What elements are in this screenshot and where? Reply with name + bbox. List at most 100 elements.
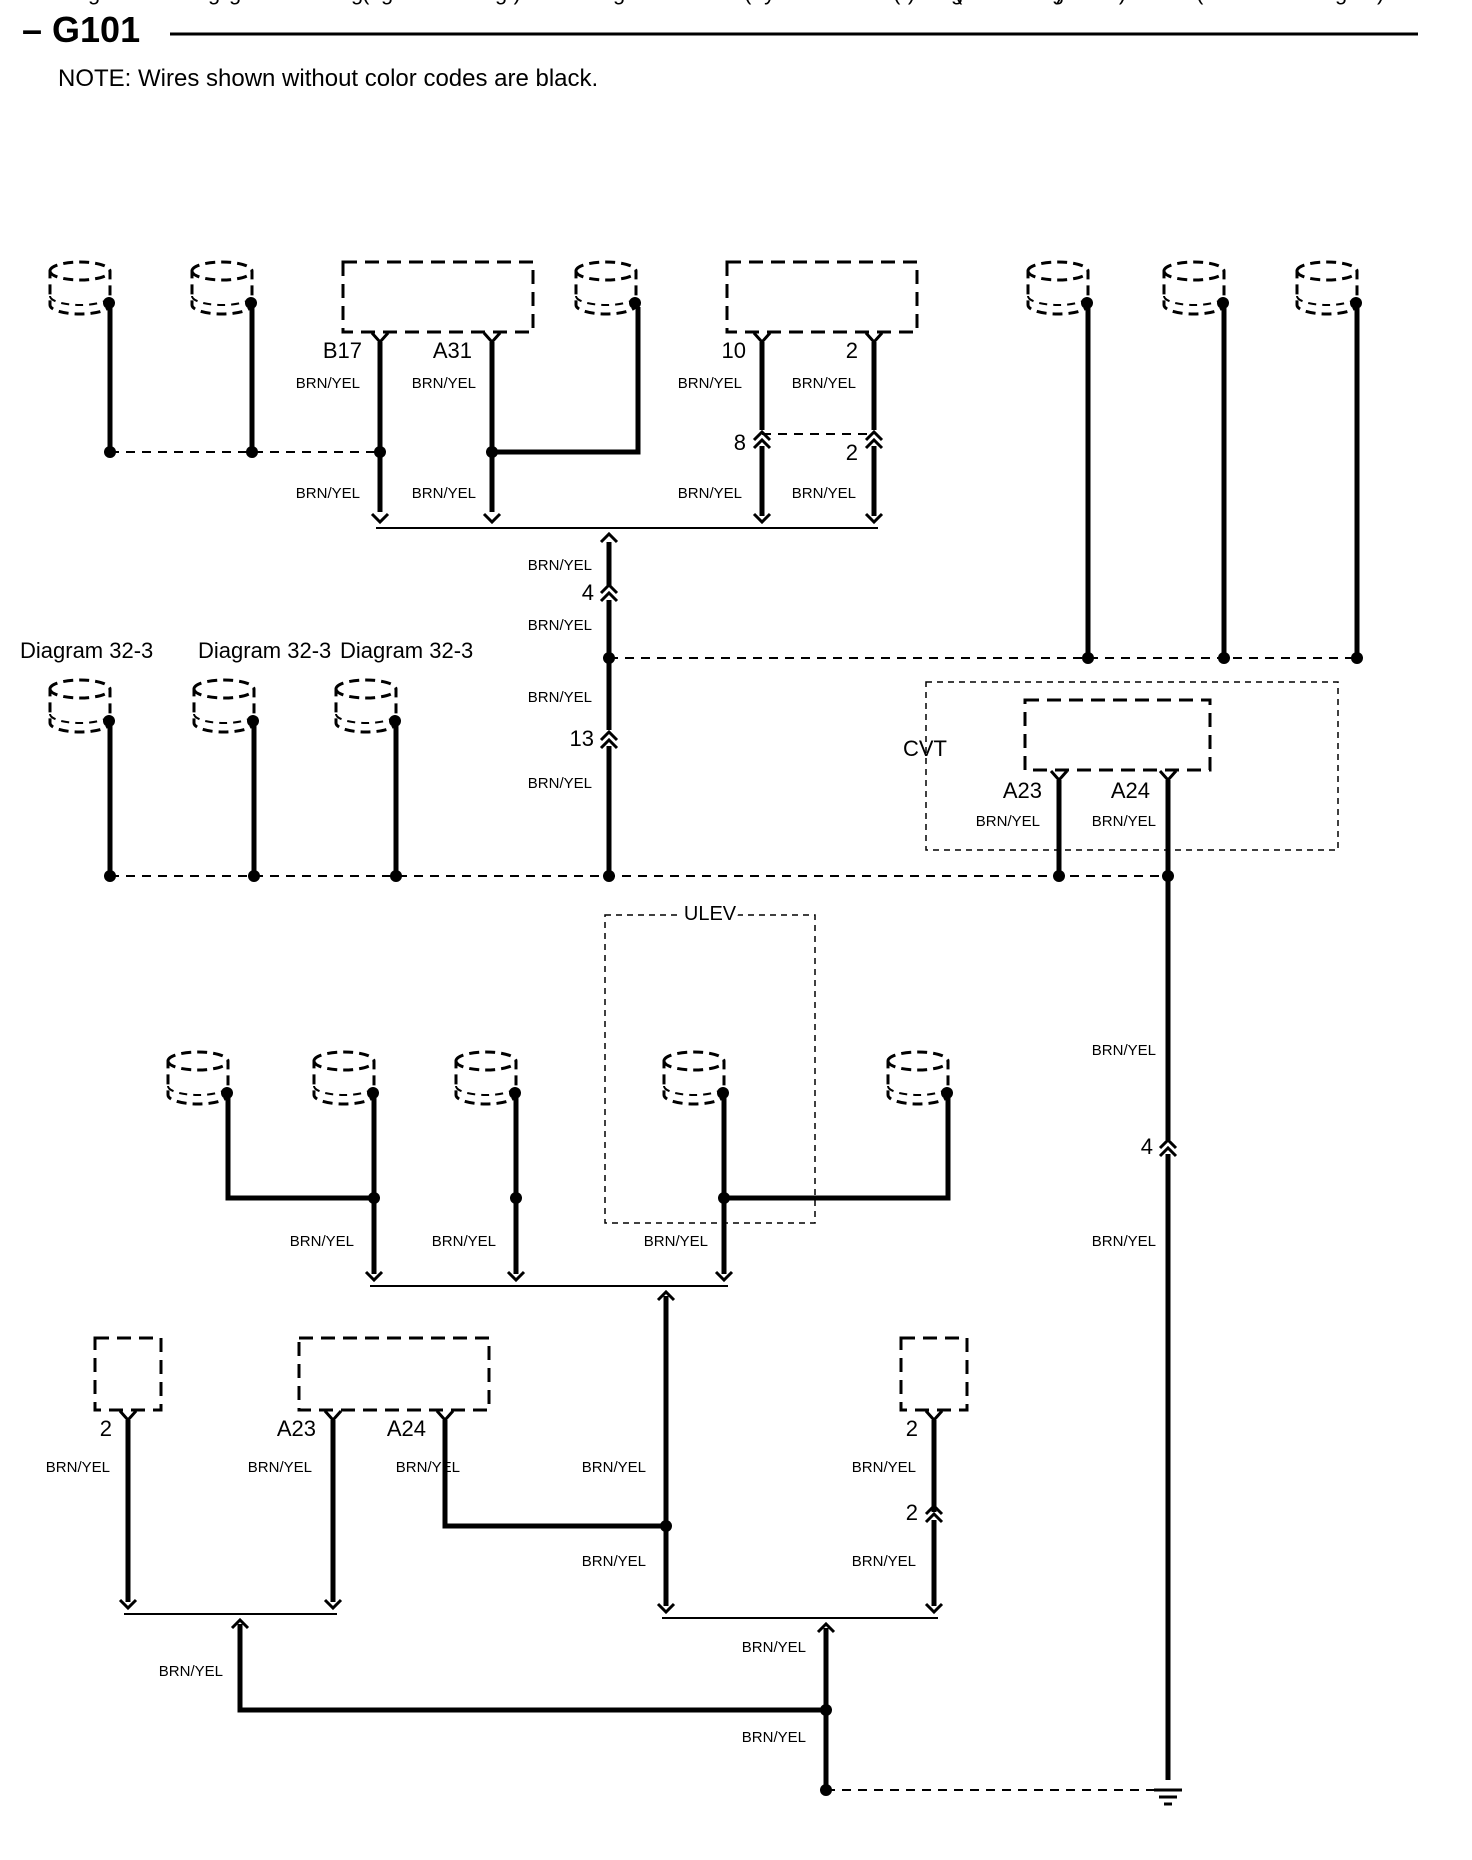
shield-rim: [1295, 270, 1359, 282]
end: WIRE: [90, 0, 129, 4]
label: CMP: [175, 0, 224, 5]
pin-a31: A31: [433, 338, 472, 363]
end: BRAIDED: [352, 0, 419, 4]
label: Dia. 23-4: [670, 0, 759, 5]
label: PHOTO 81: [1189, 0, 1263, 4]
shield-rim: [166, 1060, 230, 1072]
label: Sensor: [978, 0, 1048, 5]
shield-cylinder-icon: [662, 1050, 726, 1106]
shield-rim: [48, 688, 112, 700]
label: Shield: [1302, 0, 1363, 5]
ground-icon: [1154, 1788, 1182, 1806]
label: MCM: [1302, 0, 1355, 5]
label: Dia. 23-3: [175, 0, 264, 5]
ulev-label: ULEV: [684, 903, 737, 925]
label: (Terminals 11-16): [893, 0, 1063, 5]
c803-pin-2: 2: [846, 440, 858, 465]
ckp-box: [899, 1336, 969, 1412]
label: MCM: [462, 0, 515, 5]
label: PHOTO 9: [1196, 0, 1262, 4]
splice-dot: [245, 297, 257, 309]
label: VIEW 226: [499, 0, 567, 4]
shield-inner-rim: [193, 713, 255, 724]
ecm-pin-a24: A24: [387, 1416, 426, 1441]
label: MCM: [53, 0, 106, 5]
label: ECM: [499, 0, 548, 5]
label: Diagram 23-4: [175, 0, 308, 5]
inline-connector: [924, 1503, 944, 1524]
shield-cylinder-icon: [1162, 260, 1226, 316]
end: BRAIDED: [90, 0, 157, 4]
label: G101: [1196, 0, 1250, 5]
label: VIEW 210: [893, 0, 961, 4]
shield-inner-rim: [1163, 295, 1225, 306]
wire-color-label: BRN/YEL: [396, 1459, 460, 1476]
splice-dot: [509, 1087, 521, 1099]
wire-color-label: BRN/YEL: [528, 617, 592, 634]
c107-pin: 2: [906, 1500, 918, 1525]
shield-cylinder-icon: [192, 678, 256, 734]
shield-cylinder-icon: [1295, 260, 1359, 316]
shield-cylinder-icon: [574, 260, 638, 316]
braided-wire: [492, 307, 641, 455]
end: WIRE: [232, 0, 271, 4]
label: PHOTO 87: [630, 0, 704, 4]
splice-dot: [103, 715, 115, 727]
label: Diagram 32-3: [318, 0, 451, 5]
label: PHOTO 96: [893, 0, 967, 4]
label: Secondary: [670, 0, 775, 5]
label: and 132: [499, 0, 579, 5]
terminal-pin: [924, 1410, 944, 1423]
label: C106: [744, 0, 797, 5]
wire-color-label: BRN/YEL: [296, 375, 360, 392]
shield-rim: [48, 270, 112, 282]
label: Diagram 32-0: [348, 0, 481, 5]
splice-dot: [1351, 652, 1363, 664]
end: BRAIDED: [210, 0, 277, 4]
terminal-pin: [482, 332, 502, 345]
ecm-box: [297, 1336, 491, 1412]
end: WIRE: [1068, 0, 1107, 4]
terminal-pin: [1049, 770, 1069, 783]
pin-10: 10: [722, 338, 746, 363]
wire-color-label: BRN/YEL: [678, 375, 742, 392]
brn-yel-wire: [237, 1624, 826, 1713]
shield-inner-rim: [49, 295, 111, 306]
end: WIRE: [616, 0, 655, 4]
splice-dot: [246, 446, 258, 458]
terminal-pin: [370, 332, 390, 345]
shield-inner-rim: [1027, 295, 1089, 306]
label: C111: [362, 0, 411, 5]
connector-terminal: [506, 1270, 526, 1283]
label: Shield: [318, 0, 379, 5]
label: Dia. 23-3: [978, 0, 1067, 5]
cmp-box: [93, 1336, 163, 1412]
label: VIEW 218: [362, 0, 430, 4]
end: BRAIDED: [376, 0, 443, 4]
label: VIEW 99: [175, 0, 234, 4]
shield-cylinder-icon: [166, 1050, 230, 1106]
splice-dot: [103, 297, 115, 309]
splice-dot: [374, 446, 386, 458]
end: WIRE: [352, 0, 391, 4]
label: (Terminals 12-15): [744, 0, 915, 5]
splice-dot: [1350, 297, 1362, 309]
end: MPI Module: [918, 0, 1035, 5]
wire-color-label: BRN/YEL: [852, 1459, 916, 1476]
end: VIEW 205: [918, 0, 986, 4]
end: WIRE: [928, 0, 967, 4]
inline-connector: [1158, 1137, 1178, 1158]
terminal-pin: [752, 332, 772, 345]
shield-inner-rim: [313, 1085, 375, 1096]
shield-rim: [312, 1060, 376, 1072]
splice-dot: [1053, 870, 1065, 882]
wire-color-label: BRN/YEL: [528, 775, 592, 792]
label: MCM: [348, 0, 401, 5]
shield-label: Diagram 32-3: [198, 638, 331, 663]
tcm-box: [1023, 698, 1212, 772]
end: WIRE: [1204, 0, 1243, 4]
label: MCM: [198, 0, 251, 5]
inline-connector: [864, 429, 884, 450]
shield-rim: [662, 1060, 726, 1072]
end: BRAIDED: [616, 0, 683, 4]
